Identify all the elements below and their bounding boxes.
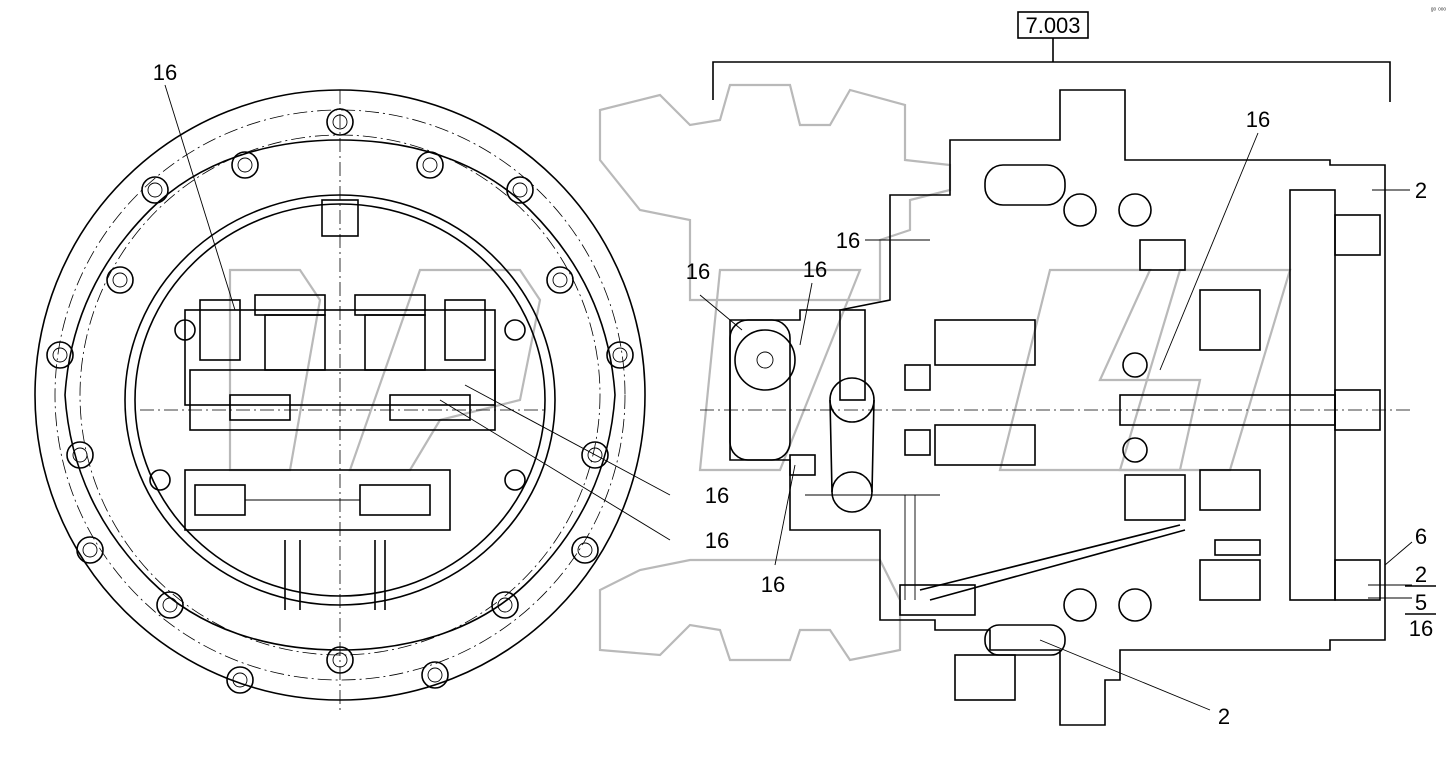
callout-5-right: 5 <box>1415 590 1427 615</box>
callout-2-bottom: 2 <box>1218 704 1230 729</box>
callout-16-right-inner: 16 <box>1246 107 1270 132</box>
corner-mark: ᵍᵒ ᵒᵒᵒ <box>1431 7 1447 14</box>
callout-16-center-left: 16 <box>836 228 860 253</box>
assembly-bracket <box>712 61 1391 102</box>
callout-16-center-top-1: 16 <box>686 259 710 284</box>
assembly-label-box <box>1017 11 1089 39</box>
right-leaders <box>699 132 1436 711</box>
callout-16-left-mid-1: 16 <box>705 483 729 508</box>
callout-16-right: 16 <box>1409 616 1433 641</box>
callout-16-left-top: 16 <box>153 60 177 85</box>
callout-labels: 7.003 16 16 16 16 16 16 16 16 2 6 2 5 16… <box>153 7 1447 729</box>
port-fitting <box>954 654 1016 701</box>
callout-16-left-mid-2: 16 <box>705 528 729 553</box>
callout-2-right-top: 2 <box>1415 178 1427 203</box>
callout-16-center-bottom: 16 <box>761 572 785 597</box>
callout-2-right: 2 <box>1415 562 1427 587</box>
right-section-view <box>699 11 1436 726</box>
left-leaders <box>164 84 671 541</box>
callout-6-right: 6 <box>1415 524 1427 549</box>
housing-outline <box>729 89 1386 726</box>
left-end-view <box>34 84 671 710</box>
pitch-circle <box>54 109 626 681</box>
assembly-label: 7.003 <box>1025 13 1080 38</box>
flange-lobed-outline <box>64 139 616 651</box>
valve-block <box>140 90 545 710</box>
callout-16-center-top-2: 16 <box>803 257 827 282</box>
